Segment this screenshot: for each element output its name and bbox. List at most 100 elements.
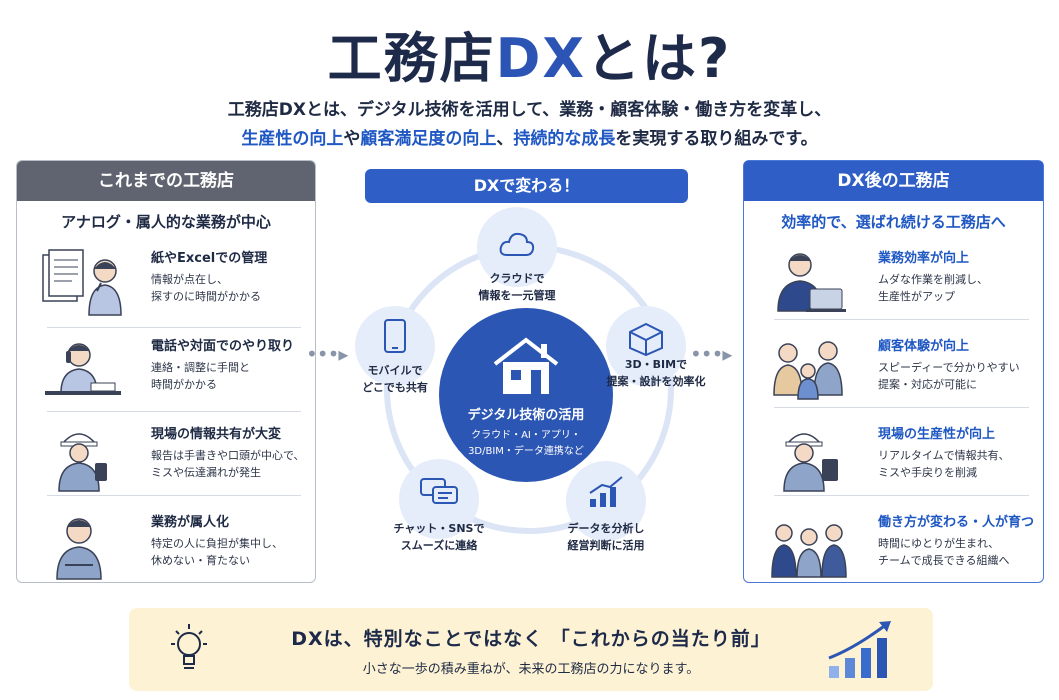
- banner-sub: 小さな一歩の積み重ねが、未来の工務店の力になります。: [362, 662, 700, 677]
- paper-documents-icon: [42, 249, 122, 316]
- after-item-desc: ムダな作業を削減し、: [878, 273, 988, 286]
- divider: [774, 319, 1029, 320]
- before-item-desc: 連絡・調整に手間と: [151, 361, 250, 374]
- before-item-desc: 報告は手書きや口頭が中心で、: [151, 449, 305, 462]
- after-item-desc: 時間にゆとりが生まれ、: [878, 537, 1000, 550]
- cube-house-icon: [629, 322, 663, 356]
- banner-main-quote: 「これからの当たり前」: [550, 628, 771, 650]
- before-panel-lead: アナログ・属人的な業務が中心: [61, 213, 271, 231]
- site-worker-icon: [58, 433, 107, 492]
- team-icon: [771, 524, 847, 578]
- before-panel-header: これまでの工務店: [17, 161, 315, 201]
- before-item-desc: ミスや伝達漏れが発生: [151, 466, 261, 479]
- before-item-title: 現場の情報共有が大変: [151, 427, 282, 442]
- before-item-desc: 休めない・育たない: [151, 554, 250, 567]
- highlight-satisfaction: 顧客満足度の向上: [360, 129, 497, 149]
- subtitle-tail: を実現する取り組みです。: [615, 129, 818, 149]
- before-panel: これまでの工務店 アナログ・属人的な業務が中心 紙やExcelでの管理 情報が点…: [16, 160, 316, 583]
- node-cloud: [477, 207, 557, 287]
- highlight-growth: 持続的な成長: [513, 129, 616, 149]
- before-item-title: 業務が属人化: [151, 515, 230, 530]
- before-item-desc: 探すのに時間がかかる: [151, 290, 261, 303]
- hub-sub2: 3D/BIM・データ連携など: [468, 446, 584, 457]
- after-item-title: 働き方が変わる・人が育つ: [878, 515, 1035, 530]
- site-worker-tablet-icon: [783, 433, 838, 492]
- hub-title: デジタル技術の活用: [467, 408, 585, 423]
- laptop-worker-icon: [777, 253, 846, 312]
- node-mobile: [355, 306, 435, 386]
- arrow-right-icon: •••▸: [690, 342, 732, 366]
- after-item-desc: 提案・対応が可能に: [878, 378, 977, 391]
- after-item-customer: 顧客体験が向上 スピーディーで分かりやすい 提案・対応が可能に: [744, 327, 1043, 415]
- after-item-desc: スピーディーで分かりやすい: [878, 361, 1020, 374]
- before-item-title: 紙やExcelでの管理: [151, 251, 268, 266]
- before-item-desc: 特定の人に負担が集中し、: [151, 537, 283, 550]
- after-panel-header: DX後の工務店: [744, 161, 1043, 201]
- node-data: [566, 461, 646, 541]
- chat-bubbles-icon: [420, 478, 458, 504]
- smartphone-icon: [384, 319, 406, 353]
- banner-main-text: DXは、特別なことではなく: [291, 628, 544, 650]
- cloud-icon: [499, 232, 535, 256]
- title-accent: DX: [495, 27, 587, 90]
- after-panel-lead: 効率的で、選ばれ続ける工務店へ: [781, 213, 1006, 231]
- worried-person-icon: [56, 518, 102, 580]
- before-item-desc: 情報が点在し、: [151, 273, 228, 286]
- node-bim: [606, 306, 686, 386]
- after-item-desc: リアルタイムで情報共有、: [878, 449, 1010, 462]
- node-label-line: 情報を一元管理: [478, 289, 556, 302]
- node-chat: [399, 459, 479, 539]
- before-item-paper: 紙やExcelでの管理 情報が点在し、 探すのに時間がかかる: [17, 239, 315, 327]
- node-label-line: モバイルで: [367, 364, 423, 377]
- after-panel: DX後の工務店 効率的で、選ばれ続ける工務店へ 業務効率が向上 ムダな作業を削減…: [743, 160, 1044, 583]
- title-main: 工務店: [327, 27, 496, 90]
- divider: [47, 411, 301, 412]
- node-mobile-label: モバイルで どこでも共有: [345, 362, 445, 396]
- divider: [47, 495, 301, 496]
- highlight-productivity: 生産性の向上: [241, 129, 344, 149]
- subtitle-line1: 工務店DXとは、デジタル技術を活用して、業務・顧客体験・働き方を変革し、: [227, 100, 832, 120]
- divider: [47, 327, 301, 328]
- bar-chart-icon: [589, 476, 623, 507]
- subtitle: 工務店DXとは、デジタル技術を活用して、業務・顧客体験・働き方を変革し、 生産性…: [0, 96, 1059, 154]
- arrow-right-icon: •••▸: [306, 342, 348, 366]
- title-tail: とは?: [586, 27, 732, 90]
- after-item-title: 業務効率が向上: [878, 251, 970, 266]
- family-icon: [773, 341, 843, 400]
- subtitle-line2: 生産性の向上や顧客満足度の向上、持続的な成長を実現する取り組みです。: [0, 125, 1059, 154]
- banner-main: DXは、特別なことではなく 「これからの当たり前」: [129, 624, 933, 651]
- node-chat-label: チャット・SNSで スムーズに連絡: [379, 520, 499, 554]
- before-item-silo: 業務が属人化 特定の人に負担が集中し、 休めない・育たない: [17, 503, 315, 591]
- divider: [774, 495, 1029, 496]
- after-item-desc: 生産性がアップ: [878, 290, 955, 303]
- node-label-line: データを分析し: [567, 522, 645, 535]
- center-header: DXで変わる！: [365, 169, 688, 203]
- node-label-line: チャット・SNSで: [393, 522, 485, 535]
- node-cloud-label: クラウドで 情報を一元管理: [467, 270, 567, 304]
- hub-digital-tech: デジタル技術の活用 クラウド・AI・アプリ・ 3D/BIM・データ連携など: [439, 308, 613, 482]
- before-item-desc: 時間がかかる: [151, 378, 217, 391]
- summary-banner: DXは、特別なことではなく 「これからの当たり前」 小さな一歩の積み重ねが、未来…: [129, 608, 933, 691]
- node-label-line: 提案・設計を効率化: [606, 375, 706, 388]
- node-label-line: クラウドで: [489, 272, 545, 285]
- divider: [774, 407, 1029, 408]
- after-item-desc: ミスや手戻りを削減: [878, 466, 977, 479]
- subtitle-conn2: 、: [496, 129, 514, 149]
- node-label-line: どこでも共有: [362, 381, 428, 394]
- after-item-workstyle: 働き方が変わる・人が育つ 時間にゆとりが生まれ、 チームで成長できる組織へ: [744, 503, 1043, 591]
- growth-chart-icon: [828, 621, 891, 678]
- house-icon: [493, 337, 559, 394]
- after-item-site: 現場の生産性が向上 リアルタイムで情報共有、 ミスや手戻りを削減: [744, 415, 1043, 503]
- node-data-label: データを分析し 経営判断に活用: [546, 520, 666, 554]
- node-label-line: 3D・BIMで: [624, 358, 688, 371]
- lightbulb-icon: [171, 624, 207, 669]
- after-item-efficiency: 業務効率が向上 ムダな作業を削減し、 生産性がアップ: [744, 239, 1043, 327]
- phone-worker-icon: [45, 343, 121, 395]
- after-item-title: 現場の生産性が向上: [878, 427, 996, 442]
- subtitle-conn1: や: [343, 129, 361, 149]
- node-label-line: 経営判断に活用: [567, 539, 645, 552]
- after-item-title: 顧客体験が向上: [878, 339, 970, 354]
- before-item-title: 電話や対面でのやり取り: [151, 339, 295, 354]
- node-label-line: スムーズに連絡: [400, 539, 478, 552]
- page-title: 工務店DXとは?: [0, 14, 1059, 93]
